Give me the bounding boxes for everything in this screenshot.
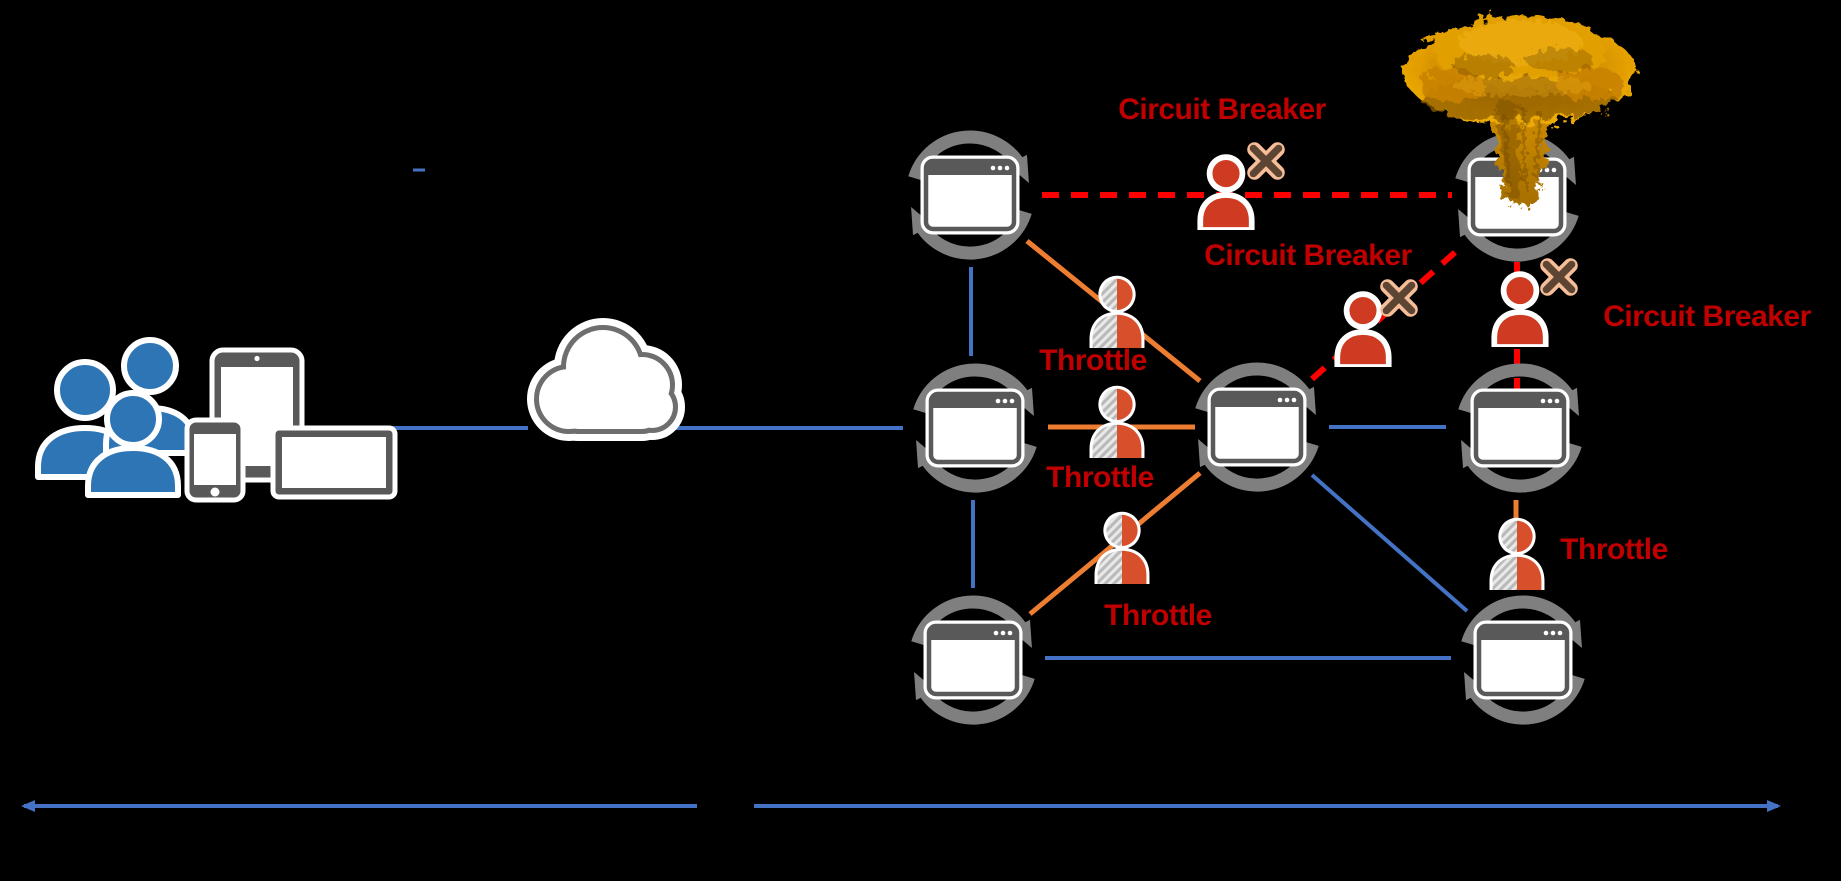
throttle-label-lower: Throttle [1104, 599, 1212, 632]
monitor-icon [270, 425, 398, 500]
cloud-icon [515, 305, 690, 453]
throttle-user-lower-icon [1088, 508, 1156, 584]
service-node-bottom-right [1448, 585, 1598, 735]
x-mark-middle-icon [1376, 275, 1422, 321]
service-node-top-left [895, 120, 1045, 270]
service-node-mid-right [1445, 353, 1595, 503]
service-node-bottom-left [898, 585, 1048, 735]
throttle-label-middle: Throttle [1046, 461, 1154, 494]
throttle-user-right-icon [1483, 514, 1551, 590]
service-node-mid-left [900, 353, 1050, 503]
circuit-breaker-label-right: Circuit Breaker [1603, 300, 1811, 333]
circuit-breaker-label-middle: Circuit Breaker [1204, 239, 1412, 272]
user-front-icon [85, 390, 181, 498]
x-mark-top-icon [1243, 138, 1289, 184]
circuit-breaker-label-top: Circuit Breaker [1118, 93, 1326, 126]
explosion-icon [1404, 15, 1636, 204]
service-node-hub [1182, 352, 1332, 502]
smartphone-icon [184, 417, 246, 503]
throttle-user-middle-icon [1083, 382, 1151, 458]
throttle-label-upper: Throttle [1039, 344, 1147, 377]
x-mark-right-icon [1536, 254, 1582, 300]
throttle-user-upper-icon [1083, 272, 1151, 348]
service-link-hub-bottomright [1310, 473, 1469, 613]
throttle-label-right: Throttle [1560, 533, 1668, 566]
client-devices-group [35, 337, 398, 503]
